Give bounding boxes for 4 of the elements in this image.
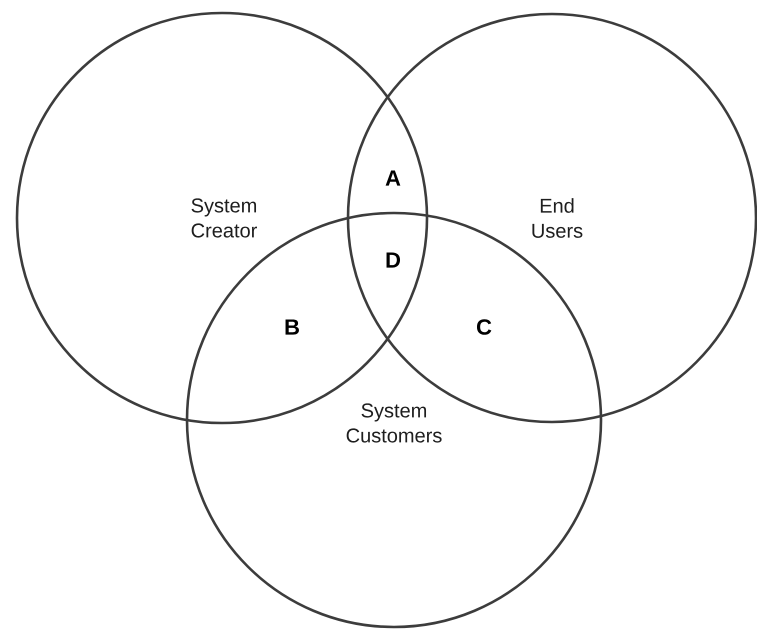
region-letter: A (386, 170, 400, 186)
region-letter: D (386, 252, 400, 268)
region-letter: C (476, 319, 492, 335)
region-letter: B (286, 319, 299, 335)
